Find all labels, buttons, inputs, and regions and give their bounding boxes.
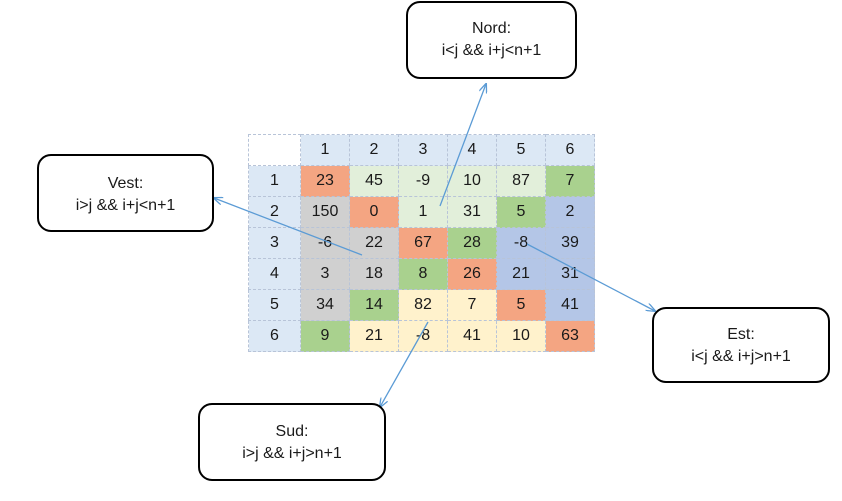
- matrix-row-5: 5 34 14 82 7 5 41: [248, 289, 595, 321]
- cell-5-6: 41: [545, 289, 595, 321]
- cell-4-3: 8: [398, 258, 448, 290]
- cell-2-1: 150: [300, 196, 350, 228]
- row-header-2: 2: [248, 196, 301, 228]
- cell-1-5: 87: [496, 165, 546, 197]
- label-box-nord: Nord: i<j && i+j<n+1: [406, 1, 577, 79]
- nord-title: Nord:: [471, 20, 512, 37]
- cell-5-1: 34: [300, 289, 350, 321]
- matrix-row-1: 1 23 45 -9 10 87 7: [248, 165, 595, 197]
- cell-3-5: -8: [496, 227, 546, 259]
- row-header-3: 3: [248, 227, 301, 259]
- col-header-6: 6: [545, 134, 595, 166]
- cell-4-1: 3: [300, 258, 350, 290]
- cell-4-4: 26: [447, 258, 497, 290]
- cell-3-4: 28: [447, 227, 497, 259]
- col-header-4: 4: [447, 134, 497, 166]
- nord-condition: i<j && i+j<n+1: [441, 42, 542, 59]
- cell-5-4: 7: [447, 289, 497, 321]
- cell-4-6: 31: [545, 258, 595, 290]
- cell-3-1: -6: [300, 227, 350, 259]
- col-header-1: 1: [300, 134, 350, 166]
- row-header-6: 6: [248, 320, 301, 352]
- col-header-2: 2: [349, 134, 399, 166]
- sud-condition: i>j && i+j>n+1: [242, 445, 342, 462]
- matrix-row-6: 6 9 21 -8 41 10 63: [248, 320, 595, 352]
- cell-2-5: 5: [496, 196, 546, 228]
- cell-6-4: 41: [447, 320, 497, 352]
- est-title: Est:: [727, 326, 755, 343]
- cell-5-5: 5: [496, 289, 546, 321]
- cell-1-3: -9: [398, 165, 448, 197]
- cell-6-6: 63: [545, 320, 595, 352]
- label-box-sud: Sud: i>j && i+j>n+1: [198, 403, 386, 481]
- cell-6-1: 9: [300, 320, 350, 352]
- cell-6-2: 21: [349, 320, 399, 352]
- col-header-3: 3: [398, 134, 448, 166]
- cell-2-3: 1: [398, 196, 448, 228]
- cell-1-2: 45: [349, 165, 399, 197]
- cell-2-6: 2: [545, 196, 595, 228]
- cell-3-2: 22: [349, 227, 399, 259]
- cell-5-2: 14: [349, 289, 399, 321]
- cell-5-3: 82: [398, 289, 448, 321]
- label-box-vest: Vest: i>j && i+j<n+1: [37, 154, 214, 232]
- matrix-row-3: 3 -6 22 67 28 -8 39: [248, 227, 595, 259]
- matrix-row-4: 4 3 18 8 26 21 31: [248, 258, 595, 290]
- cell-3-6: 39: [545, 227, 595, 259]
- matrix-table: 1 2 3 4 5 6 1 23 45 -9 10 87 7 2 150 0 1…: [248, 134, 595, 352]
- cell-6-5: 10: [496, 320, 546, 352]
- cell-4-2: 18: [349, 258, 399, 290]
- cell-6-3: -8: [398, 320, 448, 352]
- matrix-corner-cell: [248, 134, 301, 166]
- cell-1-4: 10: [447, 165, 497, 197]
- matrix-row-2: 2 150 0 1 31 5 2: [248, 196, 595, 228]
- cell-2-2: 0: [349, 196, 399, 228]
- cell-1-1: 23: [300, 165, 350, 197]
- row-header-4: 4: [248, 258, 301, 290]
- est-condition: i<j && i+j>n+1: [691, 348, 791, 365]
- cell-4-5: 21: [496, 258, 546, 290]
- cell-2-4: 31: [447, 196, 497, 228]
- row-header-5: 5: [248, 289, 301, 321]
- vest-title: Vest:: [107, 175, 144, 192]
- label-box-est: Est: i<j && i+j>n+1: [652, 307, 830, 383]
- sud-title: Sud:: [275, 423, 309, 440]
- cell-3-3: 67: [398, 227, 448, 259]
- vest-condition: i>j && i+j<n+1: [75, 197, 176, 214]
- matrix-header-row: 1 2 3 4 5 6: [248, 134, 595, 166]
- row-header-1: 1: [248, 165, 301, 197]
- col-header-5: 5: [496, 134, 546, 166]
- cell-1-6: 7: [545, 165, 595, 197]
